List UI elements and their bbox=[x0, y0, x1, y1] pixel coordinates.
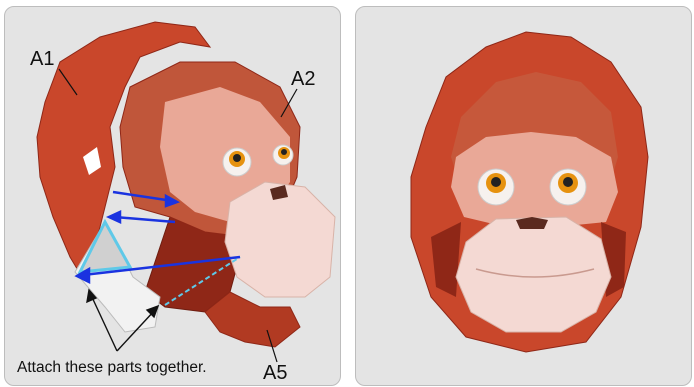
muzzle bbox=[456, 217, 611, 332]
left-panel-assembly-view: A1 A2 A5 Attach these parts together. bbox=[4, 6, 341, 386]
right-panel-finished-view bbox=[355, 6, 692, 386]
part-a5-lower-fur bbox=[205, 292, 300, 347]
orangutan-papercraft-head-unassembled bbox=[5, 7, 340, 385]
left-eye-pupil bbox=[491, 177, 501, 187]
left-eye-pupil bbox=[233, 154, 241, 162]
assembly-caption: Attach these parts together. bbox=[17, 359, 207, 377]
orangutan-papercraft-head-assembled bbox=[356, 7, 691, 385]
label-a2: A2 bbox=[291, 69, 315, 89]
muzzle bbox=[225, 182, 335, 297]
right-eye-pupil bbox=[563, 177, 573, 187]
right-eye-pupil bbox=[281, 149, 287, 155]
label-a5: A5 bbox=[263, 363, 287, 383]
label-a1: A1 bbox=[30, 49, 54, 69]
